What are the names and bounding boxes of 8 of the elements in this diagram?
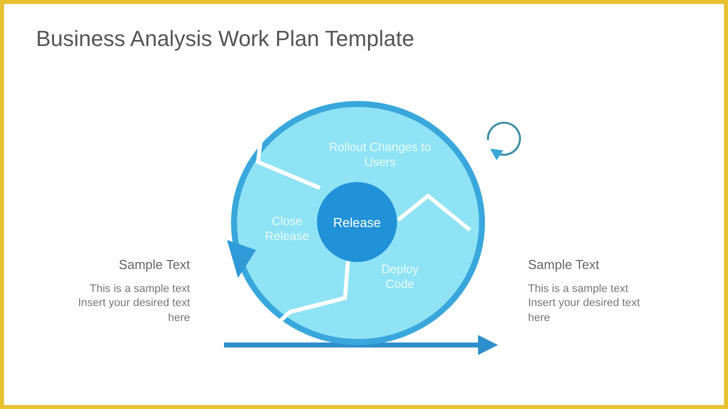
body-text: This is a sample text Insert your desired text here xyxy=(528,282,641,325)
body-text: This is a sample text Insert your desired text here xyxy=(77,282,190,325)
section-label: Rollout Changes to Users xyxy=(320,138,440,172)
text-heading: Sample Text xyxy=(528,257,600,274)
section-label: Deploy Code xyxy=(370,260,430,294)
slide-title: Business Analysis Work Plan Template xyxy=(36,26,414,52)
cycle-circle xyxy=(230,100,486,346)
text-heading: Sample Text xyxy=(118,257,190,274)
